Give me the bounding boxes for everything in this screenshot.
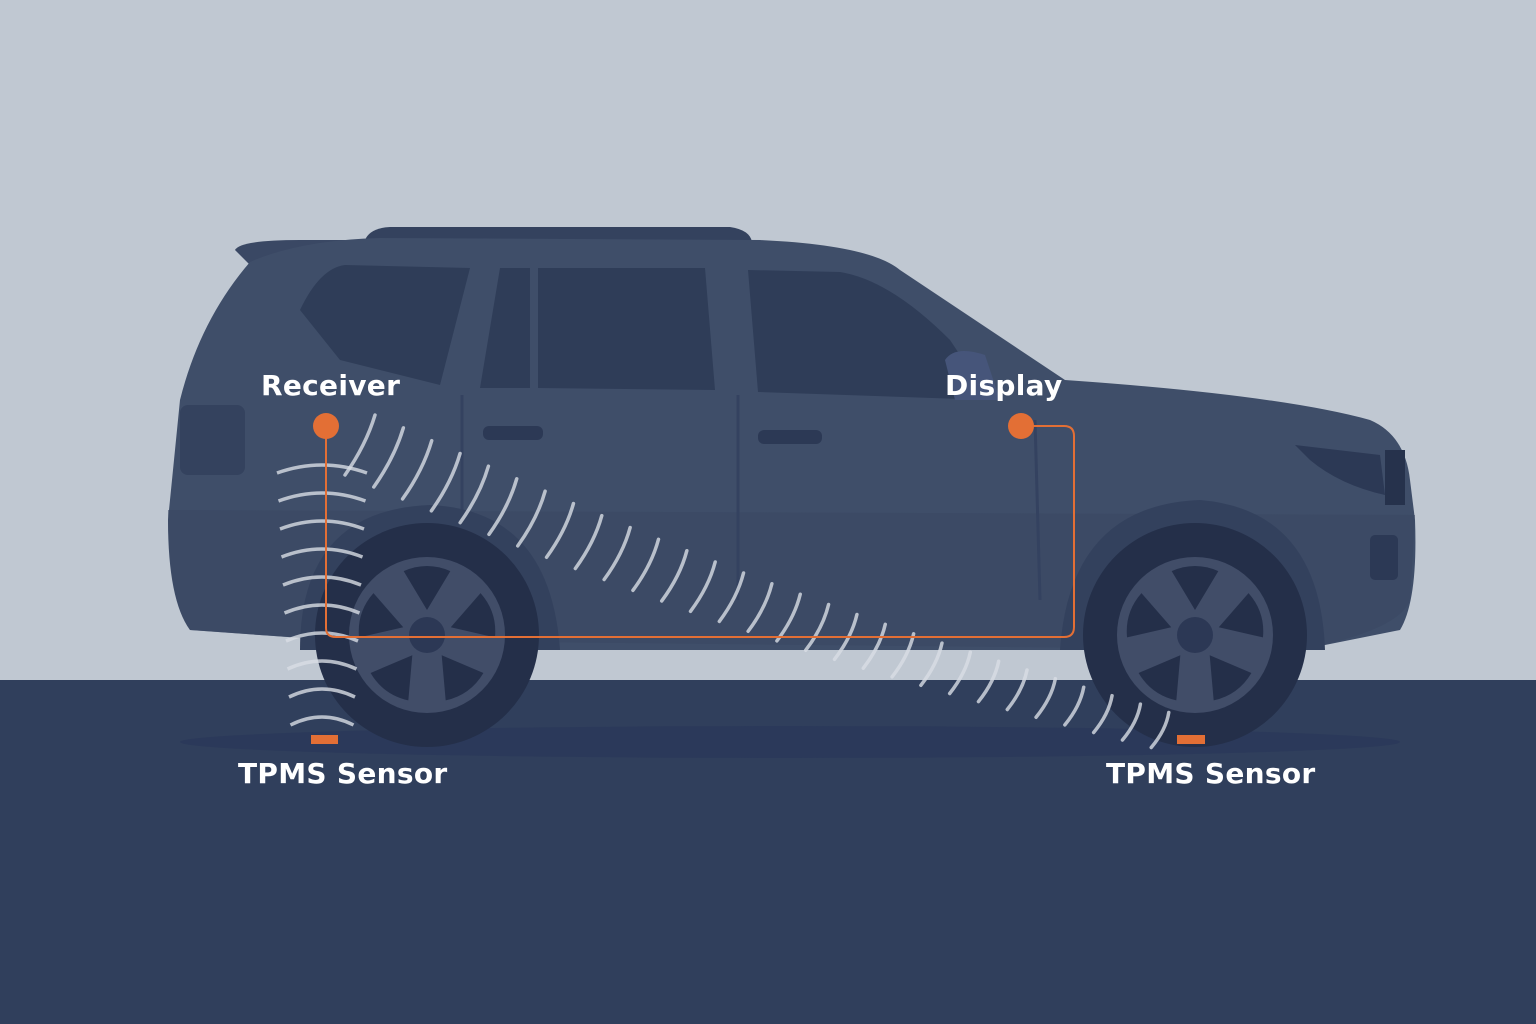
signal-wave-arc: [276, 463, 368, 475]
rear-rim-spoke-gap: [403, 566, 451, 610]
front-rim-spoke-gap: [1138, 655, 1181, 701]
rear-window: [300, 265, 470, 385]
signal-wave-arc: [861, 622, 888, 670]
signal-wave-arc: [1091, 693, 1114, 735]
tail-light: [180, 405, 245, 475]
signal-wave-arc: [717, 571, 746, 624]
front-rim-spoke-gap: [1126, 593, 1172, 638]
signal-wave-arc: [282, 575, 362, 587]
rear-rim-spoke-gap: [450, 593, 496, 638]
signal-wave-arc: [1034, 676, 1058, 719]
signal-wave-arc: [1063, 685, 1086, 727]
rear-rim-spoke-gap: [370, 655, 413, 701]
car-shadow: [180, 726, 1400, 758]
signal-wave-arc: [573, 513, 604, 571]
rear-door-window: [538, 268, 715, 390]
rear-hub: [409, 617, 445, 653]
signal-wave-arc: [289, 715, 355, 727]
front-wheel: [1083, 523, 1307, 747]
front-hub: [1177, 617, 1213, 653]
signal-wave-arc: [602, 525, 632, 582]
wiring-line: [325, 425, 1075, 638]
signal-wave-arc: [283, 603, 361, 615]
receiver-label: Receiver: [261, 369, 401, 402]
front-tpms-sensor[interactable]: [1177, 735, 1205, 744]
signal-wave-arc: [372, 426, 406, 489]
rear-door-handle[interactable]: [483, 426, 543, 440]
signal-wave-arc: [458, 464, 491, 525]
signal-wave-arc: [1005, 668, 1029, 712]
signal-wave-arc: [285, 631, 359, 643]
fog-light: [1370, 535, 1398, 580]
grille: [1385, 450, 1405, 505]
signal-wave-arc: [286, 659, 358, 671]
front-door-window: [748, 270, 990, 400]
signal-wave-arc: [487, 477, 519, 537]
quarter-window: [480, 268, 530, 388]
signal-wave-arc: [400, 438, 434, 501]
signal-wave-arc: [516, 489, 547, 548]
front-rim-spoke-gap: [1209, 655, 1252, 701]
signal-wave-arc: [277, 491, 367, 503]
signal-wave-arc: [544, 501, 576, 560]
signal-wave-arc: [279, 519, 365, 531]
rear-wheel: [315, 523, 539, 747]
signal-wave-arc: [280, 547, 364, 559]
rear-tpms-sensor[interactable]: [311, 735, 338, 744]
signal-wave-arc: [1120, 702, 1143, 742]
headlight: [1295, 445, 1385, 495]
signal-wave-arc: [659, 549, 689, 603]
signal-wave-arc: [631, 537, 661, 593]
display-label: Display: [945, 369, 1063, 402]
signal-wave-arc: [688, 560, 717, 614]
signal-wave-arc: [947, 650, 973, 696]
signal-wave-arc: [803, 602, 831, 652]
signal-wave-arc: [746, 582, 774, 633]
display-dot[interactable]: [1008, 413, 1034, 439]
rear-rim-spoke-gap: [441, 655, 484, 701]
front-sensor-label: TPMS Sensor: [1106, 757, 1316, 790]
front-rim-spoke-gap: [1171, 566, 1219, 610]
signal-wave-arc: [1149, 710, 1171, 750]
signal-wave-arc: [919, 641, 944, 688]
front-door-handle[interactable]: [758, 430, 822, 444]
signal-wave-arc: [288, 687, 356, 699]
receiver-dot[interactable]: [313, 413, 339, 439]
signal-wave-arc: [343, 413, 377, 477]
roof-rack: [365, 227, 752, 242]
rear-rim-spoke-gap: [358, 593, 404, 638]
front-rim-spoke-gap: [1218, 593, 1264, 638]
rear-sensor-label: TPMS Sensor: [238, 757, 448, 790]
signal-wave-arc: [429, 451, 462, 513]
side-mirror: [945, 351, 1000, 400]
signal-wave-arc: [976, 659, 1001, 704]
